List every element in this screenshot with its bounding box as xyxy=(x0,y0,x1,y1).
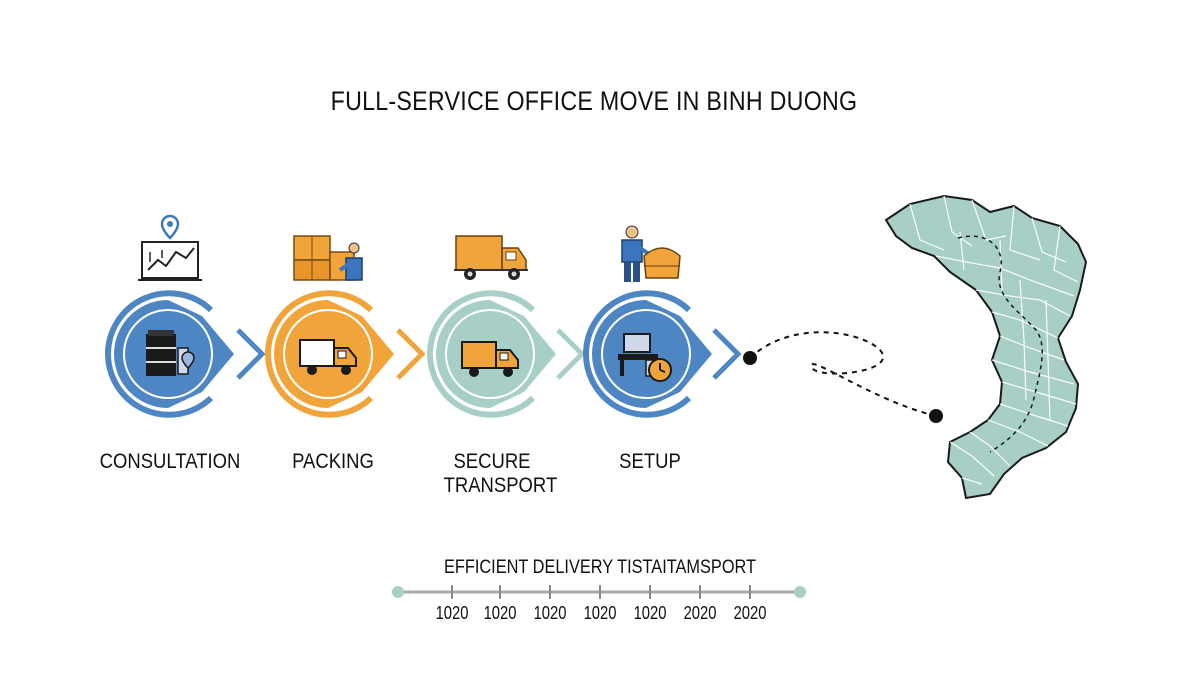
page-title: FULL-SERVICE OFFICE MOVE IN BINH DUONG xyxy=(330,86,858,116)
timeline-tick-label: 1020 xyxy=(533,603,567,623)
boxes-worker-icon xyxy=(293,235,363,281)
timeline-title: EFFICIENT DELIVERY TISTAITAMSPORT xyxy=(443,557,757,578)
timeline-tick-label: 1020 xyxy=(483,603,517,623)
analytics-board-icon xyxy=(138,214,202,281)
step-circle-packing xyxy=(265,290,426,418)
step-circle-setup xyxy=(583,290,742,418)
timeline-tick-label: 1020 xyxy=(583,603,617,623)
step-label-consultation: CONSULTATION xyxy=(99,450,241,473)
truck-icon xyxy=(461,341,519,377)
vietnam-map xyxy=(884,194,1088,500)
timeline-tick-label: 1020 xyxy=(633,603,667,623)
truck-icon xyxy=(454,235,528,280)
timeline-tick-label: 1020 xyxy=(435,603,469,623)
step-label-packing: PACKING xyxy=(292,450,374,473)
timeline-tick-label: 2020 xyxy=(733,603,767,623)
route-path xyxy=(743,331,943,423)
office-furniture-icon xyxy=(146,330,195,376)
worker-bag-icon xyxy=(621,225,681,282)
truck-icon xyxy=(299,339,357,375)
step-label-secure-transport: SECURE TRANSPORT xyxy=(443,450,558,497)
step-label-setup: SETUP xyxy=(619,450,681,473)
timeline-tick-label: 2020 xyxy=(683,603,717,623)
step-circle-secure-transport xyxy=(427,290,586,418)
timeline xyxy=(392,585,806,599)
desk-clock-icon xyxy=(618,333,672,382)
step-circle-consultation xyxy=(105,290,266,418)
